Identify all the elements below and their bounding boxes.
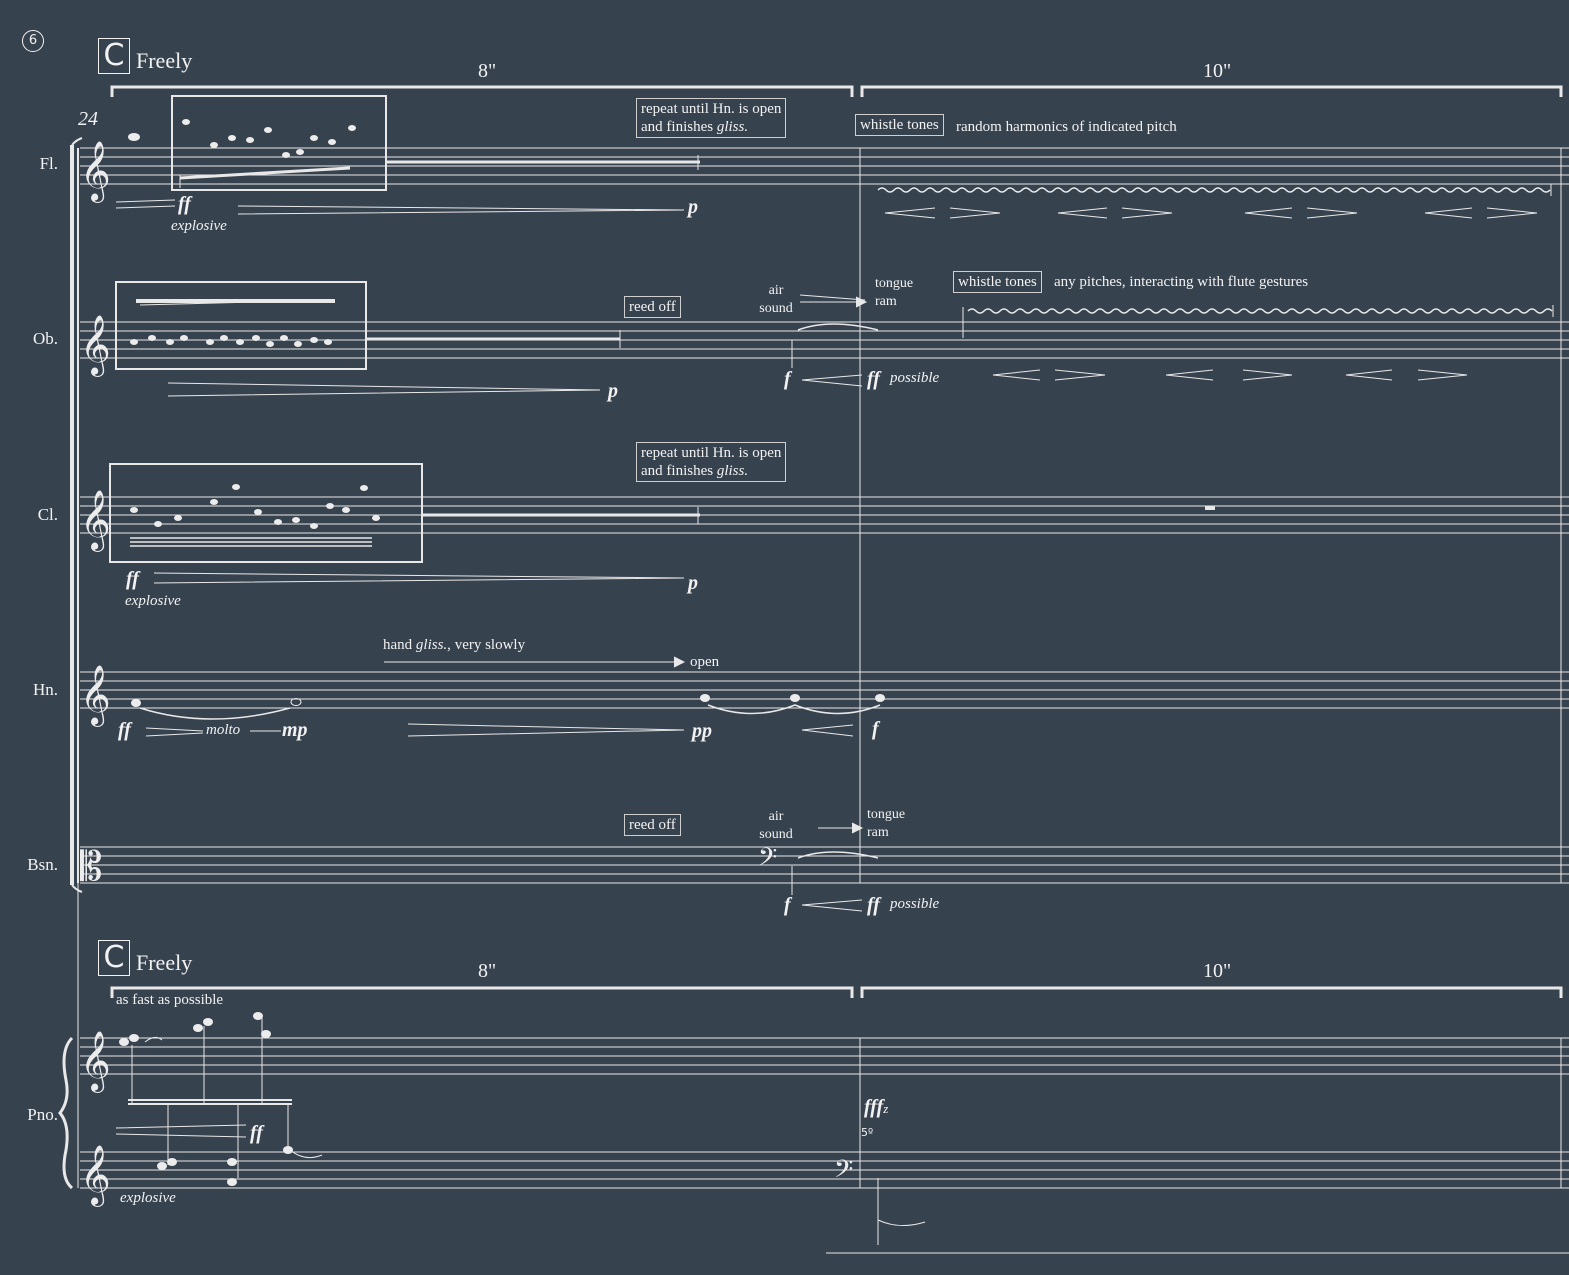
clarinet-dyn-end: p: [688, 572, 698, 594]
piano-dyn-ff: ff: [250, 1122, 263, 1144]
duration-first-piano: 8": [478, 960, 497, 982]
bassoon-dyn-f: f: [784, 894, 791, 916]
clarinet-staff: [80, 496, 1569, 534]
svg-text:𝄢: 𝄢: [834, 1155, 853, 1190]
piano-treble-staff: [80, 1037, 1569, 1075]
instrument-piano: Pno.: [27, 1105, 58, 1124]
tempo-marking-piano: Freely: [136, 950, 193, 975]
horn-open: open: [690, 654, 720, 670]
horn-molto: molto: [206, 722, 241, 738]
clarinet-expression: explosive: [125, 593, 181, 609]
instrument-oboe: Ob.: [32, 329, 58, 348]
horn-dyn-mp: mp: [282, 719, 308, 741]
instrument-horn: Hn.: [32, 680, 58, 699]
flute-repeat-note: repeat until Hn. is open and finishes gl…: [636, 98, 787, 138]
noteheads: [119, 119, 885, 1186]
oboe-staff: [80, 321, 1569, 359]
duration-second: 10": [1203, 60, 1232, 82]
instrument-clarinet: Cl.: [37, 505, 58, 524]
tempo-marking: Freely: [136, 48, 193, 73]
bassoon-possible: possible: [890, 896, 940, 912]
flute-staff: [80, 147, 1569, 185]
flute-whistle-label: whistle tones: [855, 114, 944, 136]
page-number: 6: [22, 30, 44, 52]
horn-dyn-pp: pp: [692, 720, 712, 742]
flute-dyn-start: ff: [178, 193, 191, 215]
flute-hairpins: [884, 207, 1538, 219]
instrument-bassoon: Bsn.: [27, 855, 58, 874]
rehearsal-mark-piano: C: [98, 940, 130, 976]
horn-staff: [80, 671, 1569, 709]
piano-fifth: 5º: [861, 1126, 874, 1139]
horn-gliss-instruction: hand gliss., very slowly: [383, 637, 526, 653]
instrument-flute: Fl.: [39, 154, 58, 173]
piano-fast-instruction: as fast as possible: [116, 992, 224, 1008]
svg-text:𝄞: 𝄞: [80, 315, 111, 377]
rehearsal-mark: C: [98, 38, 130, 74]
bassoon-staff: [80, 846, 1569, 884]
clefs: 𝄞 𝄞 𝄞 𝄞 𝄡 𝄞 𝄞 𝄢 𝄢: [80, 141, 853, 1207]
oboe-possible: possible: [890, 370, 940, 386]
flute-dyn-end: p: [688, 196, 698, 218]
oboe-whistle-text: any pitches, interacting with flute gest…: [1054, 274, 1309, 290]
bassoon-reed-off: reed off: [624, 814, 681, 836]
oboe-whistle-label: whistle tones: [953, 271, 1042, 293]
bassoon-dyn-ff: ff: [867, 894, 880, 916]
clarinet-repeat-note: repeat until Hn. is open and finishes gl…: [636, 442, 787, 482]
piano-dyn-fffz: fffz: [864, 1096, 889, 1118]
oboe-hairpins: [992, 369, 1468, 381]
svg-text:𝄞: 𝄞: [80, 665, 111, 727]
svg-text:𝄞: 𝄞: [80, 141, 111, 203]
oboe-dyn-f: f: [784, 368, 791, 390]
horn-dyn-f: f: [872, 718, 879, 740]
svg-text:𝄢: 𝄢: [758, 843, 777, 878]
piano-bass-staff: [80, 1151, 1569, 1189]
oboe-reed-off: reed off: [624, 296, 681, 318]
horn-dyn-ff: ff: [118, 719, 131, 741]
oboe-dyn-ff: ff: [867, 368, 880, 390]
duration-first: 8": [478, 60, 497, 82]
svg-text:𝄞: 𝄞: [80, 1031, 111, 1093]
flute-expression: explosive: [171, 218, 227, 234]
flute-whistle-text: random harmonics of indicated pitch: [956, 119, 1177, 135]
oboe-dyn-end: p: [608, 380, 618, 402]
clarinet-dyn-start: ff: [126, 568, 139, 590]
svg-text:𝄡: 𝄡: [80, 844, 102, 890]
svg-text:𝄞: 𝄞: [80, 490, 111, 552]
svg-text:𝄞: 𝄞: [80, 1145, 111, 1207]
piano-expression: explosive: [120, 1190, 176, 1206]
duration-second-piano: 10": [1203, 960, 1232, 982]
measure-number: 24: [78, 108, 98, 130]
